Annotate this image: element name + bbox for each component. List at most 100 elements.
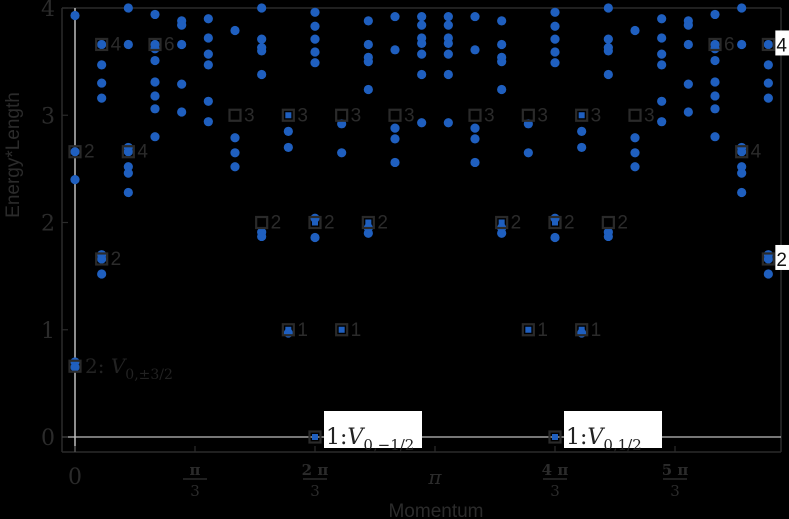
energy-level-dot — [203, 14, 213, 24]
energy-level-dot — [363, 57, 373, 67]
degeneracy-label: 4 — [111, 34, 122, 55]
degeneracy-label: 2 — [84, 142, 95, 163]
energy-level-dot — [123, 3, 133, 13]
energy-level-dot — [470, 157, 480, 168]
degeneracy-label: 3 — [484, 105, 495, 126]
energy-level-dot — [683, 107, 693, 117]
energy-level-dot — [710, 91, 720, 101]
energy-level-dot — [470, 11, 480, 22]
degeneracy-label: 4 — [137, 142, 148, 163]
degeneracy-label: 1 — [297, 320, 308, 341]
energy-level-dot — [497, 57, 507, 67]
degeneracy-label: 2 — [324, 213, 335, 234]
energy-level-dot — [443, 20, 453, 30]
degeneracy-label: 2 — [776, 250, 787, 271]
degeneracy-marker: 2 — [68, 142, 95, 163]
degeneracy-label: 4 — [751, 142, 762, 163]
degeneracy-marker: 2 — [548, 213, 575, 234]
energy-level-dot — [283, 142, 293, 153]
energy-level-dot — [737, 187, 747, 198]
energy-level-dot — [710, 9, 720, 20]
energy-level-dot — [97, 60, 107, 70]
energy-level-dot — [603, 69, 613, 80]
state-label: 2: V0,±3/2 — [85, 354, 173, 383]
energy-level-dot — [497, 39, 507, 50]
degeneracy-marker: 3 — [575, 105, 602, 126]
energy-level-dot — [737, 162, 747, 172]
energy-level-dot — [257, 231, 267, 242]
energy-level-dot — [523, 148, 533, 158]
energy-level-dot — [763, 269, 773, 279]
energy-level-dot — [203, 49, 213, 59]
x-tick-denominator: 3 — [550, 482, 560, 500]
energy-level-dot — [257, 46, 267, 56]
energy-level-dot — [363, 228, 373, 238]
energy-level-dot — [603, 46, 613, 56]
degeneracy-label: 6 — [724, 34, 735, 55]
energy-level-dot — [363, 84, 373, 95]
degeneracy-marker: 3 — [281, 105, 308, 126]
degeneracy-label: 3 — [537, 105, 548, 126]
energy-level-dot — [443, 118, 453, 128]
energy-level-dot — [417, 49, 427, 59]
energy-level-dot — [630, 133, 640, 143]
energy-level-dot — [390, 157, 400, 168]
energy-level-dot — [203, 33, 213, 43]
energy-level-dot — [150, 132, 160, 142]
y-axis-title: Energy*Length — [3, 92, 24, 218]
energy-level-dot — [470, 134, 480, 144]
energy-level-dot — [417, 38, 427, 48]
energy-level-dot — [710, 77, 720, 87]
energy-level-dot — [497, 84, 507, 95]
x-tick-denominator: 3 — [310, 482, 320, 500]
energy-level-dot — [763, 78, 773, 88]
energy-level-dot — [577, 126, 587, 136]
energy-level-dot — [363, 16, 373, 26]
energy-level-dot — [257, 34, 267, 44]
degeneracy-label: 2 — [377, 213, 388, 234]
x-tick-numerator: 2 π — [302, 461, 329, 479]
energy-level-dot — [443, 49, 453, 59]
energy-level-dot — [763, 93, 773, 103]
energy-level-dot — [150, 104, 160, 114]
energy-level-dot — [123, 187, 133, 198]
degeneracy-label: 3 — [404, 105, 415, 126]
energy-level-dot — [710, 55, 720, 66]
energy-level-dot — [97, 78, 107, 88]
x-tick-numerator: π — [190, 461, 201, 479]
y-tick-label: 0 — [41, 426, 55, 451]
degeneracy-marker: 3 — [628, 105, 655, 126]
energy-level-dot — [390, 45, 400, 55]
energy-level-dot — [737, 168, 747, 178]
energy-level-dot — [550, 7, 560, 17]
energy-level-dot — [630, 162, 640, 172]
energy-level-dot — [363, 39, 373, 50]
data-points — [70, 3, 773, 372]
energy-level-dot — [550, 47, 560, 57]
degeneracy-marker: 1:V0,−1/2 — [308, 411, 423, 454]
x-tick-denominator: 3 — [190, 482, 200, 500]
energy-level-dot — [710, 132, 720, 142]
energy-level-dot — [310, 232, 320, 243]
degeneracy-marker: 3 — [388, 105, 415, 126]
energy-level-dot — [710, 104, 720, 114]
energy-level-dot — [123, 39, 133, 50]
energy-level-dot — [443, 69, 453, 80]
energy-level-dot — [177, 39, 187, 50]
energy-level-dot — [390, 123, 400, 133]
energy-level-dot — [150, 91, 160, 101]
energy-level-dot — [123, 162, 133, 172]
energy-level-dot — [550, 58, 560, 68]
degeneracy-marker: 2 — [761, 244, 789, 271]
energy-level-dot — [417, 118, 427, 128]
energy-level-dot — [230, 25, 240, 36]
degeneracy-marker: 4 — [95, 34, 122, 55]
energy-level-dot — [657, 33, 667, 43]
energy-level-dot — [630, 25, 640, 36]
energy-level-dot — [550, 232, 560, 243]
energy-level-dot — [310, 21, 320, 31]
degeneracy-marker: 6 — [148, 34, 175, 55]
degeneracy-label: 3 — [644, 105, 655, 126]
degeneracy-label: 3 — [591, 105, 602, 126]
energy-level-dot — [603, 3, 613, 13]
